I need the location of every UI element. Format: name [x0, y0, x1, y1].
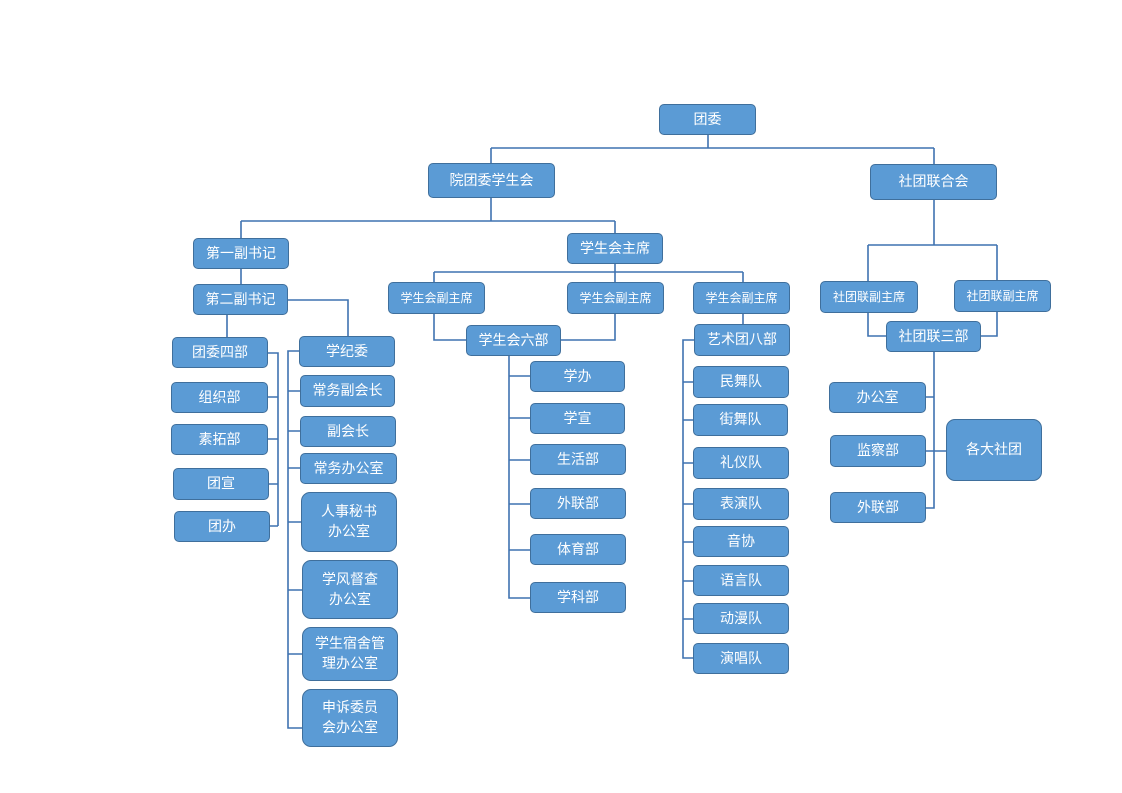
node-discipline-item: 常务副会长	[300, 375, 395, 407]
node-first-deputy: 第一副书记	[193, 238, 289, 269]
node-student-union: 院团委学生会	[428, 163, 555, 198]
node-su-department: 外联部	[530, 488, 626, 519]
node-all-clubs: 各大社团	[946, 419, 1042, 481]
node-discipline-committee: 学纪委	[299, 336, 395, 367]
node-discipline-item: 副会长	[300, 416, 396, 447]
node-art-team: 礼仪队	[693, 447, 789, 479]
node-discipline-item: 学风督查 办公室	[302, 560, 398, 619]
node-vice-chair: 学生会副主席	[693, 282, 790, 314]
node-art-team: 动漫队	[693, 603, 789, 634]
connector	[433, 264, 744, 282]
node-club-department: 监察部	[830, 435, 926, 467]
connector	[682, 339, 694, 659]
connector	[267, 352, 279, 527]
node-art-team: 语言队	[693, 565, 789, 596]
connector	[287, 350, 302, 729]
node-su-department: 学科部	[530, 582, 626, 613]
connector	[433, 314, 616, 341]
node-club-federation: 社团联合会	[870, 164, 997, 200]
connector	[490, 134, 935, 164]
node-vice-chair: 学生会副主席	[388, 282, 485, 314]
node-art-troupe: 艺术团八部	[694, 324, 790, 356]
node-discipline-item: 常务办公室	[300, 453, 397, 484]
node-su-department: 体育部	[530, 534, 626, 565]
node-discipline-item: 申诉委员 会办公室	[302, 689, 398, 747]
node-root: 团委	[659, 104, 756, 135]
node-club-department: 外联部	[830, 492, 926, 523]
node-department: 团宣	[173, 468, 269, 500]
connector	[867, 312, 998, 337]
node-club-department: 办公室	[829, 382, 926, 413]
connector	[240, 198, 616, 238]
node-six-departments: 学生会六部	[466, 325, 561, 356]
node-vice-chair: 学生会副主席	[567, 282, 664, 314]
node-four-departments: 团委四部	[172, 337, 268, 368]
node-art-team: 街舞队	[693, 404, 788, 436]
connector	[508, 356, 530, 599]
node-second-deputy: 第二副书记	[193, 284, 288, 315]
node-discipline-item: 学生宿舍管 理办公室	[302, 627, 398, 681]
node-club-vice-chair: 社团联副主席	[954, 280, 1051, 312]
connector	[867, 200, 998, 281]
connector	[926, 352, 946, 509]
node-discipline-item: 人事秘书 办公室	[301, 492, 397, 552]
node-art-team: 演唱队	[693, 643, 789, 674]
node-club-three-departments: 社团联三部	[886, 321, 981, 352]
node-club-vice-chair: 社团联副主席	[820, 281, 918, 313]
node-art-team: 音协	[693, 526, 789, 557]
node-su-department: 生活部	[530, 444, 626, 475]
node-art-team: 民舞队	[693, 366, 789, 398]
node-student-union-chair: 学生会主席	[567, 233, 663, 264]
node-su-department: 学办	[530, 361, 625, 392]
connector	[226, 299, 349, 337]
node-art-team: 表演队	[693, 488, 789, 520]
node-department: 团办	[174, 511, 270, 542]
node-department: 组织部	[171, 382, 268, 413]
node-su-department: 学宣	[530, 403, 625, 434]
node-department: 素拓部	[171, 424, 268, 455]
